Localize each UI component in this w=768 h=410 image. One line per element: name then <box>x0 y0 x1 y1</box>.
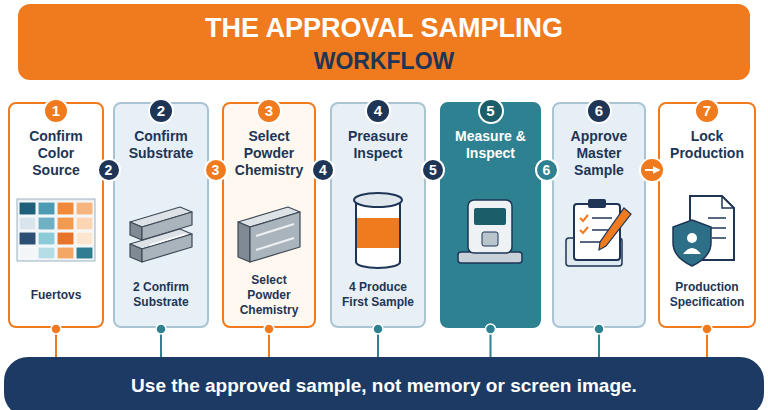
step-number: 1 <box>43 98 69 124</box>
connector-group <box>594 324 604 357</box>
title-banner: THE APPROVAL SAMPLINGWORKFLOW <box>18 4 750 80</box>
timeline-connector <box>377 328 379 357</box>
step-title: Preasure Inspect <box>338 128 418 162</box>
step-number: 7 <box>694 98 720 124</box>
step-number: 6 <box>586 98 612 124</box>
process-step-card: 2Confirm Substrate2 Confirm Substrate <box>113 102 209 328</box>
step-caption: 4 Produce First Sample <box>337 272 419 318</box>
timeline-connector <box>268 328 270 357</box>
step-title: Measure & Inspect <box>448 128 533 162</box>
timeline-connector <box>490 328 492 357</box>
connector-group <box>156 324 166 357</box>
footer-band: Use the approved sample, not memory or s… <box>4 357 764 410</box>
title-text: THE APPROVAL SAMPLING <box>20 12 748 44</box>
connector-group <box>264 324 274 357</box>
process-step-card: 5Measure & Inspect <box>440 102 541 328</box>
process-step-card: 3Select Powder ChemistrySelect Powder Ch… <box>222 102 316 328</box>
step-number: 3 <box>256 98 282 124</box>
step-caption: Fuertovs <box>15 272 97 318</box>
step-caption: Production Specification <box>665 272 749 318</box>
connector-group <box>486 324 496 357</box>
step-number: 5 <box>478 98 504 124</box>
process-step-card: 4Preasure Inspect4 Produce First Sample <box>330 102 426 328</box>
step-connector-number: 2 <box>97 158 121 182</box>
step-number: 2 <box>148 98 174 124</box>
step-connector-number: 5 <box>421 158 445 182</box>
step-caption: Select Powder Chemistry <box>229 272 309 318</box>
connector-group <box>702 324 712 357</box>
timeline-connector <box>55 328 57 357</box>
step-title: Lock Production <box>666 128 748 162</box>
process-step-card: 7Lock ProductionProduction Specification <box>658 102 756 328</box>
step-connector-number: 3 <box>204 158 228 182</box>
step-connector <box>645 169 659 171</box>
timeline-connector <box>706 328 708 357</box>
step-title: Confirm Color Source <box>16 128 96 179</box>
connector-group <box>373 324 383 357</box>
timeline-connector <box>598 328 600 357</box>
step-caption: 2 Confirm Substrate <box>120 272 202 318</box>
step-title: Confirm Substrate <box>121 128 201 162</box>
process-step-card: 1Confirm Color SourceFuertovs <box>8 102 104 328</box>
step-title: Select Powder Chemistry <box>230 128 308 179</box>
connector-group <box>51 324 61 357</box>
step-title: Approve Master Sample <box>560 128 638 179</box>
step-connector-number: 6 <box>535 158 559 182</box>
step-number: 4 <box>365 98 391 124</box>
timeline-connector <box>160 328 162 357</box>
footer-note: Use the approved sample, not memory or s… <box>6 359 762 410</box>
process-step-card: 6Approve Master Sample <box>552 102 646 328</box>
step-connector-number: 4 <box>311 158 335 182</box>
title-subtext: WORKFLOW <box>20 46 748 76</box>
